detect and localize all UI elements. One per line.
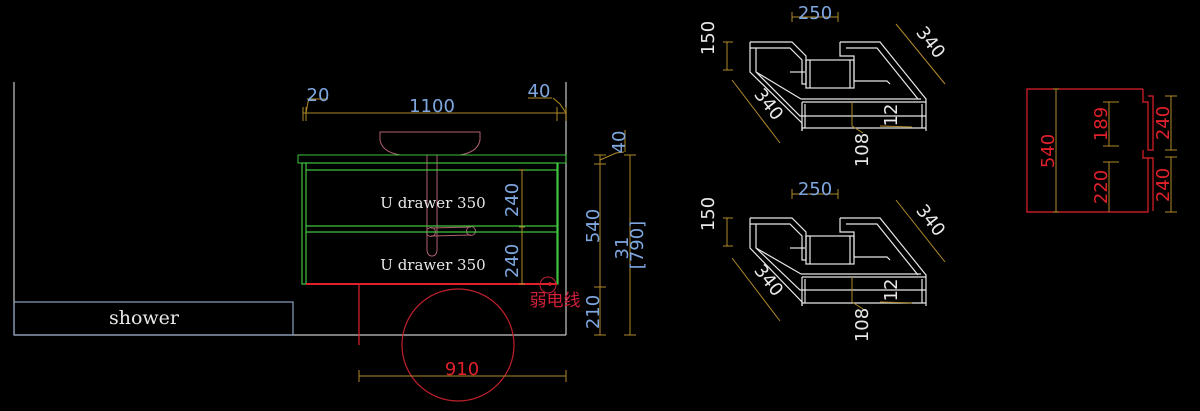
iso-bottom-dim-height: 150 bbox=[698, 197, 719, 231]
iso-top-dim-thickness: 12 bbox=[881, 104, 902, 127]
circle-dimension bbox=[358, 370, 567, 382]
iso-top-dim-inner: 108 bbox=[852, 133, 873, 167]
side-section: 540 189 220 240 240 bbox=[1026, 88, 1177, 213]
drawer-top-label: U drawer 350 bbox=[380, 194, 485, 212]
dim-cabinet-height: 540 bbox=[583, 209, 604, 243]
iso-drawer-bottom: 250 150 340 340 108 12 bbox=[698, 179, 949, 342]
shower-tray: shower bbox=[13, 301, 294, 336]
shower-label: shower bbox=[109, 307, 180, 329]
dim-drawer-bottom: 240 bbox=[502, 244, 523, 278]
dim-total-a: 31 bbox=[612, 237, 633, 260]
drawer-dimensions bbox=[519, 169, 525, 285]
iso-bottom-dim-depth-right: 340 bbox=[911, 201, 949, 241]
height-dimensions bbox=[594, 130, 636, 336]
weak-current-label: 弱电线 bbox=[530, 291, 581, 311]
side-dim-upper-front: 240 bbox=[1153, 106, 1174, 140]
dim-top-thickness: 40 bbox=[609, 131, 630, 154]
dim-circle: 910 bbox=[445, 359, 479, 380]
dim-floor-gap: 210 bbox=[583, 295, 604, 329]
iso-bottom-dim-inner: 108 bbox=[852, 308, 873, 342]
side-dim-lower-front: 240 bbox=[1153, 168, 1174, 202]
iso-top-dim-width: 250 bbox=[798, 3, 832, 24]
side-dim-total: 540 bbox=[1038, 134, 1059, 168]
drawer-bottom-label: U drawer 350 bbox=[380, 256, 485, 274]
iso-bottom-dim-width: 250 bbox=[798, 179, 832, 200]
door-swing-circle bbox=[401, 288, 515, 402]
bathroom-elevation: shower 20 1100 40 bbox=[13, 81, 648, 402]
iso-top-dim-height: 150 bbox=[698, 21, 719, 55]
iso-bottom-dim-depth-left: 340 bbox=[749, 261, 787, 301]
dim-width: 1100 bbox=[409, 96, 455, 117]
side-dim-lower-inner: 220 bbox=[1091, 170, 1112, 204]
dim-drawer-top: 240 bbox=[502, 183, 523, 217]
weak-current-marker bbox=[539, 276, 557, 294]
countertop bbox=[297, 154, 567, 164]
dim-left-offset: 20 bbox=[307, 85, 330, 106]
width-dimension bbox=[302, 97, 567, 121]
dim-total-b: [790] bbox=[627, 221, 648, 269]
dim-right-offset: 40 bbox=[528, 81, 551, 102]
side-dim-upper-inner: 189 bbox=[1091, 107, 1112, 141]
iso-bottom-dim-thickness: 12 bbox=[881, 279, 902, 302]
iso-top-dim-depth-left: 340 bbox=[749, 85, 787, 125]
iso-top-dim-depth-right: 340 bbox=[911, 23, 949, 63]
iso-drawer-top: 250 150 340 340 108 12 bbox=[698, 3, 949, 167]
